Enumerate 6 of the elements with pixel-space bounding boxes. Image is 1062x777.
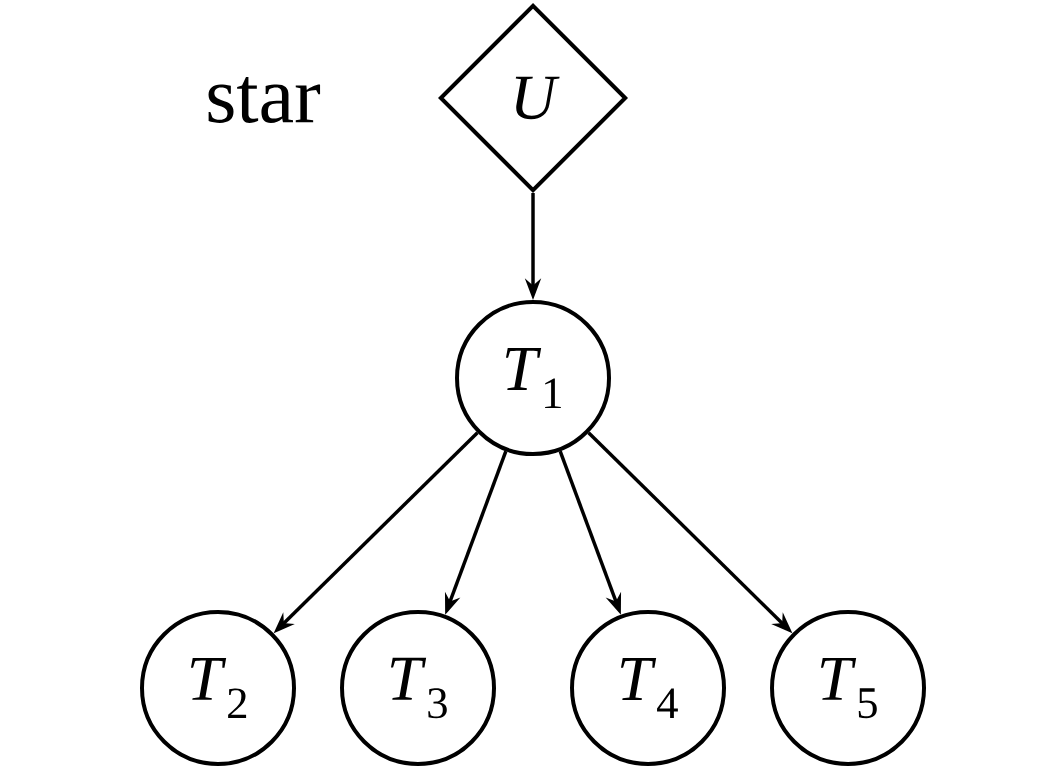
circle-node: T$_{3}$ xyxy=(340,610,496,766)
circle-node: T$_{2}$ xyxy=(140,610,296,766)
circle-node: T$_{5}$ xyxy=(770,610,926,766)
label: star xyxy=(208,77,321,123)
circle-node: T$_{1}$ xyxy=(455,300,611,456)
circle-node: T$_{4}$ xyxy=(570,610,726,766)
